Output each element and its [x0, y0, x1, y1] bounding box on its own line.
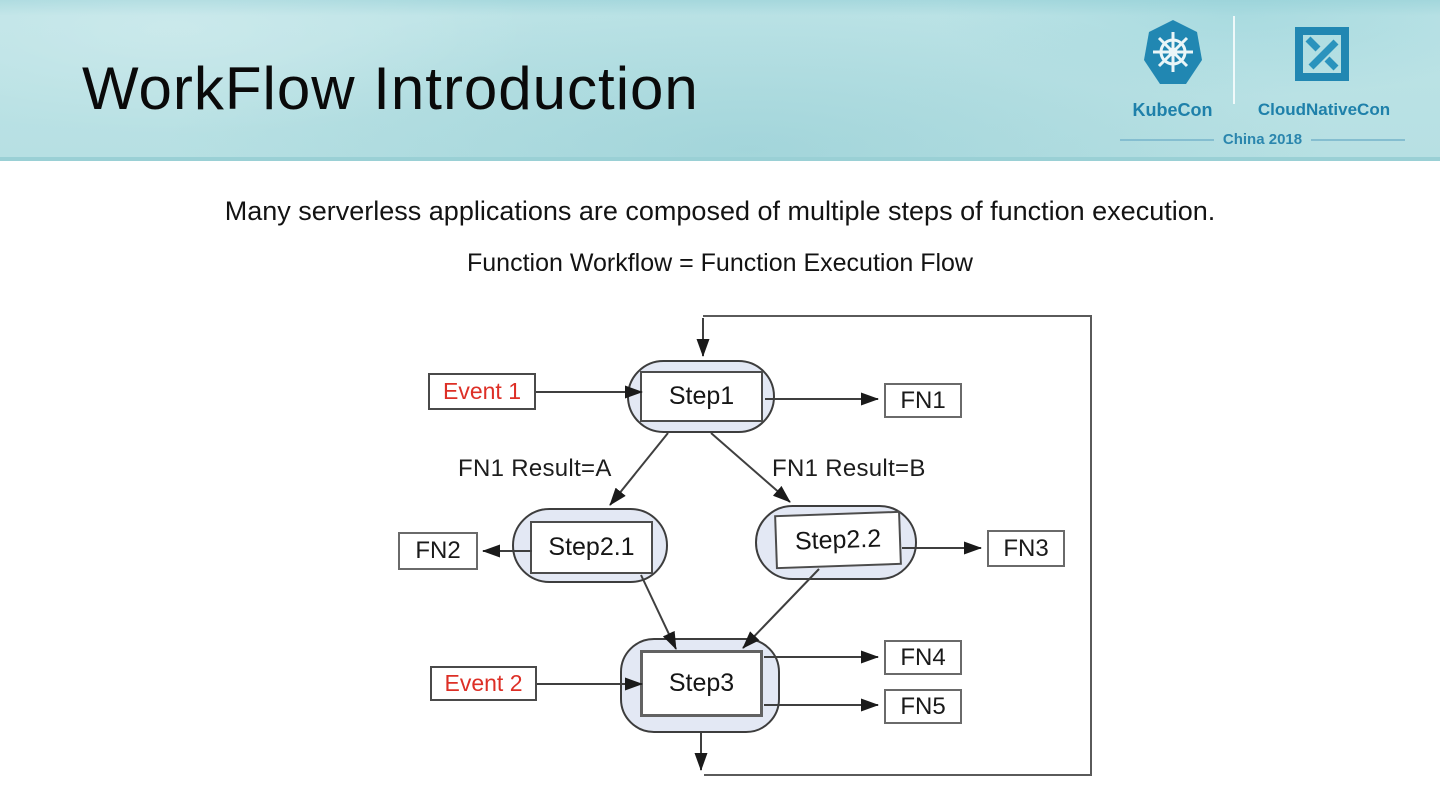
event2-box: Event 2 [430, 666, 537, 701]
header-band: WorkFlow Introduction KubeCon Cl [0, 0, 1440, 161]
kubecon-label: KubeCon [1132, 100, 1213, 120]
step2-1-label-box: Step2.1 [530, 521, 653, 574]
cloudnativecon-logo-icon [1295, 27, 1349, 81]
logo-divider [1233, 16, 1235, 104]
event-name-row: China 2018 [1120, 131, 1405, 148]
workflow-equation: Function Workflow = Function Execution F… [466, 249, 973, 277]
branch-label-result-a: FN1 Result=A [458, 455, 612, 482]
event1-box: Event 1 [428, 373, 536, 410]
event-name: China 2018 [1222, 131, 1303, 148]
step3-label-box: Step3 [640, 650, 763, 717]
right-rule [1311, 138, 1405, 141]
step2-2-label-box: Step2.2 [774, 510, 902, 570]
cloudnativecon-label: CloudNativeCon [1257, 100, 1391, 119]
intro-text: Many serverless applications are compose… [224, 196, 1216, 226]
fn4-box: FN4 [884, 640, 962, 675]
fn1-box: FN1 [884, 383, 962, 418]
step1-label-box: Step1 [640, 371, 763, 422]
step2-2-to-step3-arrow [742, 568, 820, 649]
fn5-box: FN5 [884, 689, 962, 724]
fn2-box: FN2 [398, 532, 478, 570]
fn3-box: FN3 [987, 530, 1065, 567]
left-rule [1120, 138, 1214, 141]
kubecon-logo-icon [1144, 20, 1202, 84]
page-title: WorkFlow Introduction [82, 55, 699, 122]
branch-label-result-b: FN1 Result=B [772, 455, 926, 482]
